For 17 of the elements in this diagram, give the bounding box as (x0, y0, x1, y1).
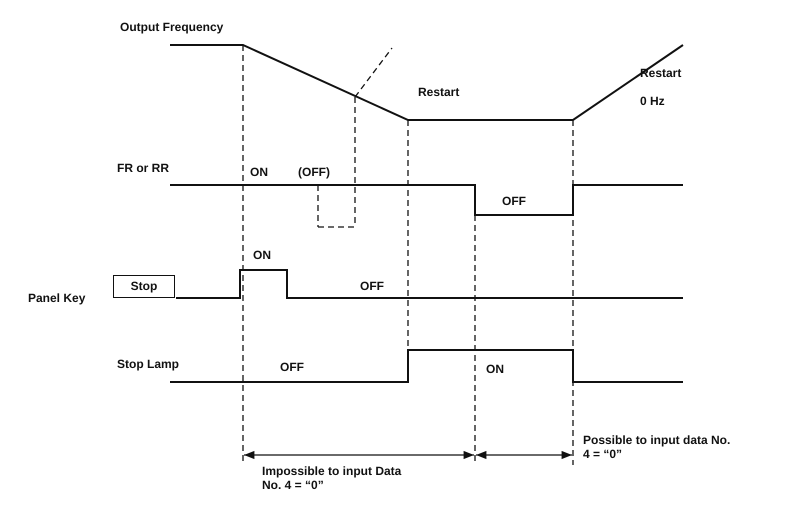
state-label: (OFF) (298, 165, 330, 179)
state-label: OFF (502, 194, 526, 208)
state-label: ON (486, 362, 504, 376)
state-label: ON (253, 248, 271, 262)
state-label: OFF (360, 279, 384, 293)
state-label: ON (250, 165, 268, 179)
signal-label: Stop Lamp (117, 357, 179, 371)
state-label: Restart (418, 85, 460, 99)
signal-label: Output Frequency (120, 20, 224, 34)
state-label: OFF (280, 360, 304, 374)
annotation-text: Possible to input data No. 4 = “0” (583, 433, 732, 461)
state-label: 0 Hz (640, 94, 665, 108)
state-label: Restart (640, 66, 682, 80)
signal-label: Panel Key (28, 291, 86, 305)
annotation-text: Impossible to input Data No. 4 = “0” (262, 464, 402, 492)
signal-label: FR or RR (117, 161, 169, 175)
key-box: Stop (113, 275, 175, 298)
